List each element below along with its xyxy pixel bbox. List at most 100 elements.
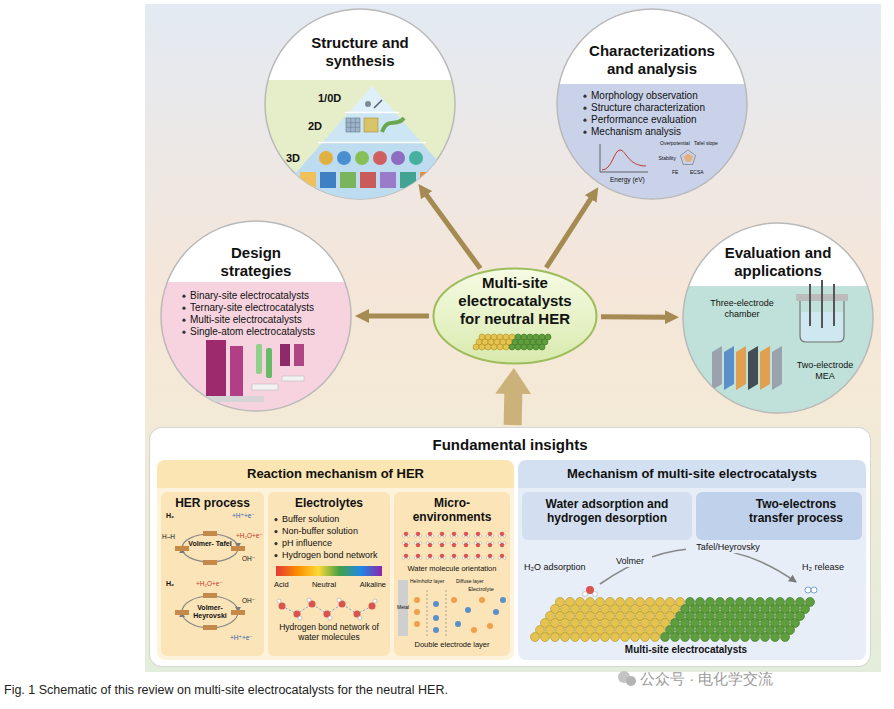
catalyst-slab-part — [591, 619, 600, 628]
water-orientation-part — [443, 535, 446, 538]
connector-arrow — [504, 381, 523, 425]
heading-text: Reaction mechanism of HER — [157, 466, 514, 482]
bullet-text: Morphology observation — [591, 90, 731, 102]
catalyst-slab-part — [626, 612, 635, 621]
reaction-cycle-part — [231, 546, 245, 551]
pyramid-figure-part — [318, 142, 426, 144]
catalyst-slab-part — [691, 633, 700, 642]
catalyst-slab-part — [786, 598, 795, 607]
catalyst-slab-part — [601, 605, 610, 614]
adsorption-arrow-part — [586, 586, 594, 594]
text-frame: Reaction mechanism of HER — [157, 466, 514, 482]
water-orientation-part — [498, 542, 501, 545]
catalyst-slab-part — [641, 633, 650, 642]
catalyst-slab-part — [661, 633, 670, 642]
pyramid-figure-part — [323, 112, 421, 142]
catalyst-slab-part — [631, 633, 640, 642]
catalyst-slab-part — [621, 619, 630, 628]
nanostructure-figure-part — [294, 344, 304, 366]
text-frame: 公众号 · 电化学交流 — [640, 670, 870, 688]
text-frame: Characterizations and analysis — [582, 42, 722, 78]
water-orientation-part — [450, 535, 453, 538]
connector-arrow — [601, 314, 670, 320]
catalyst-slab-part — [721, 619, 730, 628]
text-frame: Diffuse layer — [456, 578, 496, 584]
annotation-label: H₂O adsorption — [524, 562, 600, 573]
water-orientation-part — [404, 543, 408, 547]
double-layer-part — [414, 621, 420, 627]
catalyst-slab-part — [566, 612, 575, 621]
water-orientation-part — [452, 554, 456, 558]
catalyst-slab-part — [781, 619, 790, 628]
text-frame: Non-buffer solution — [282, 526, 390, 537]
annotation-label: 3D — [286, 152, 308, 165]
water-orientation-part — [426, 542, 429, 545]
annotation-label: Volmer- Tafel — [188, 540, 232, 548]
water-orientation-part — [426, 557, 429, 560]
heading-text: Characterizations and analysis — [582, 42, 722, 78]
catalyst-slab-part — [591, 633, 600, 642]
catalyst-slab-part — [786, 612, 795, 621]
figure-caption: Fig. 1 Schematic of this review on multi… — [4, 683, 884, 698]
water-orientation-part — [498, 557, 501, 560]
bullet-dot-part — [182, 331, 185, 334]
heading-text: Mechanism of multi-site electrocatalysts — [518, 466, 866, 482]
electrolyzer-figure-part — [800, 300, 844, 342]
water-orientation-part — [503, 542, 506, 545]
annotation-label: 公众号 · 电化学交流 — [640, 670, 870, 688]
water-orientation-part — [450, 542, 453, 545]
water-orientation-part — [498, 542, 506, 548]
catalyst-slab-part — [621, 633, 630, 642]
pyramid-figure-part — [380, 172, 396, 188]
catalyst-slab-part — [512, 339, 518, 345]
connector-arrow — [424, 191, 481, 268]
catalyst-slab-part — [531, 633, 540, 642]
text-frame: OH⁻ — [242, 555, 262, 563]
electrolyzer-figure-part — [809, 284, 811, 326]
water-chain-part — [339, 601, 346, 608]
nanostructure-figure-part — [230, 346, 243, 396]
water-orientation-part — [414, 554, 422, 560]
catalyst-slab-part — [509, 344, 515, 350]
bullet-text: Single-atom electrocatalysts — [190, 326, 340, 338]
pyramid-figure-part — [400, 172, 416, 188]
heading-text: Design strategies — [206, 244, 306, 280]
catalyst-slab-part — [611, 605, 620, 614]
bullet-text: Hydrogen bond network — [282, 550, 390, 561]
water-chain-part — [309, 601, 316, 608]
annotation-label: Neutral — [306, 580, 342, 589]
catalyst-slab-part — [786, 626, 795, 635]
concept-box: Water adsorption and hydrogen desorption — [522, 492, 692, 540]
catalyst-slab-part — [556, 612, 565, 621]
catalyst-slab-part — [485, 334, 491, 340]
double-layer — [398, 580, 506, 636]
water-orientation-part — [428, 532, 432, 536]
catalyst-slab-part — [731, 633, 740, 642]
pyramid-figure-part — [391, 151, 405, 165]
water-orientation-part — [462, 557, 465, 560]
text-frame: Electrolyte — [456, 586, 506, 593]
bullet-dot-part — [182, 307, 185, 310]
double-layer-part — [427, 590, 428, 636]
water-orientation-part — [488, 532, 492, 536]
water-orientation-part — [486, 554, 494, 560]
spectrum-chart-part — [600, 144, 648, 172]
catalyst-slab-part — [536, 339, 542, 345]
text-frame: Metal — [397, 604, 413, 610]
catalyst-slab-part — [641, 605, 650, 614]
catalyst-slab-part — [611, 633, 620, 642]
text-frame: Morphology observation — [591, 90, 731, 102]
heading-text: Evaluation and applications — [713, 244, 843, 280]
text-frame: Stability — [650, 155, 676, 161]
pyramid-figure-part — [360, 172, 376, 188]
text-frame: HER process — [161, 496, 264, 510]
catalyst-slab-part — [539, 334, 545, 340]
reaction-cycle-part — [175, 610, 189, 615]
pyramid-figure-part — [364, 118, 378, 132]
catalyst-slab-part — [731, 619, 740, 628]
water-orientation-part — [486, 535, 489, 538]
catalyst-slab-part — [686, 612, 695, 621]
text-frame: Performance evaluation — [591, 114, 731, 126]
